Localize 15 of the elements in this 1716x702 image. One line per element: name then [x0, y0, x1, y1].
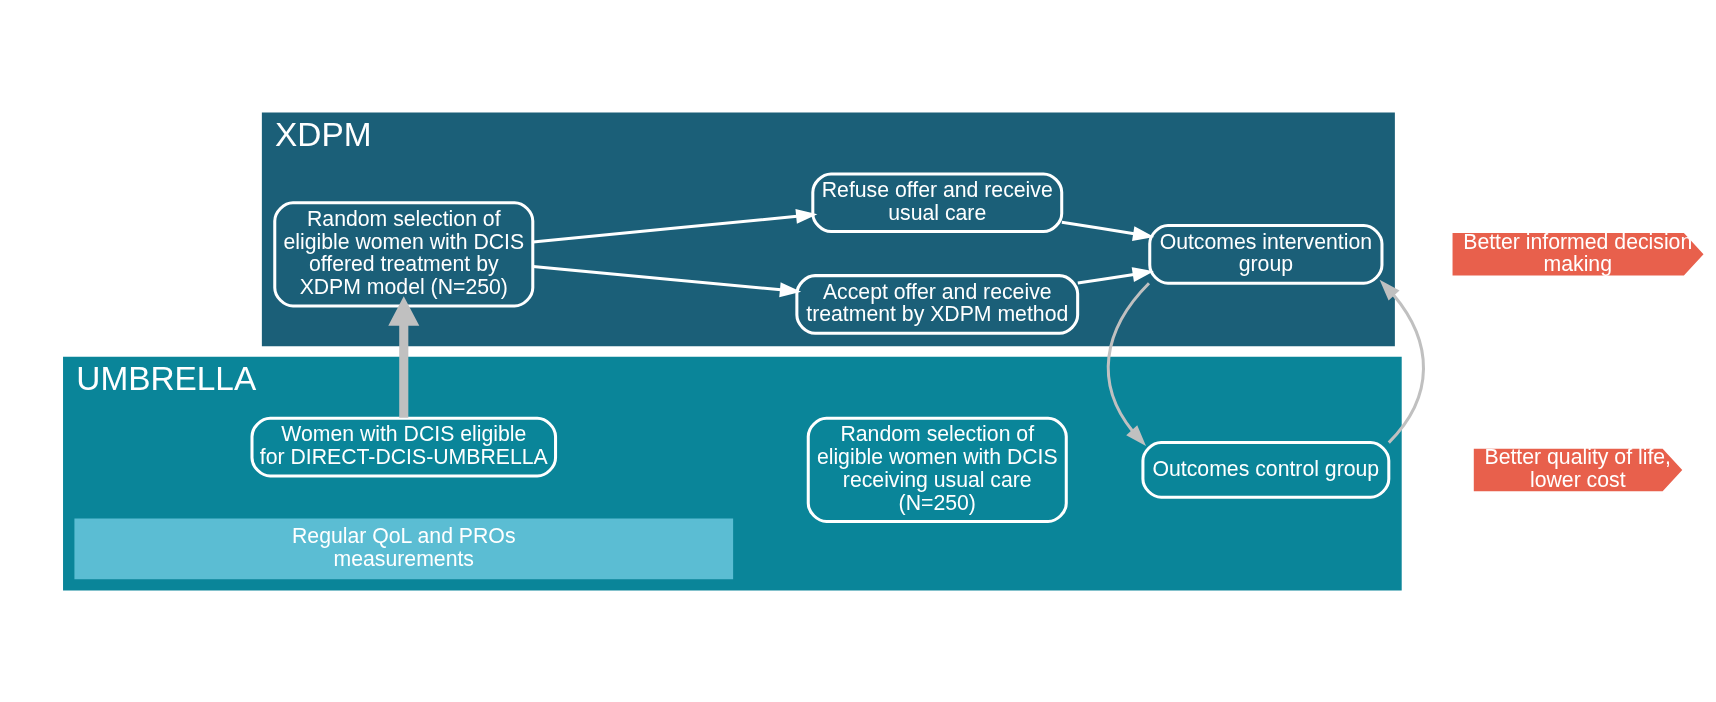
node-box: Random selection of eligible women with DCIS receiving usual care (N=250) [806, 416, 1068, 523]
arrow [1379, 279, 1425, 444]
arrow [388, 295, 420, 418]
arrow [532, 208, 818, 243]
node-box: Outcomes control group [1141, 440, 1391, 499]
node-box: Refuse offer and receive usual care [811, 171, 1064, 233]
arrow [1106, 281, 1151, 446]
node-box: Accept offer and receive treatment by XDPM method [795, 273, 1080, 335]
node-box: Outcomes intervention group [1148, 223, 1384, 285]
arrow [1061, 220, 1155, 241]
arrow [532, 264, 802, 297]
node-box: Women with DCIS eligible for DIRECT-DCIS-UMBRELLA [250, 416, 558, 477]
node-box: Regular QoL and PROs measurements [74, 517, 734, 579]
node-box: Random selection of eligible women with DCIS offered treatment by XDPM model (N=250) [273, 200, 535, 307]
arrow [1077, 266, 1154, 285]
